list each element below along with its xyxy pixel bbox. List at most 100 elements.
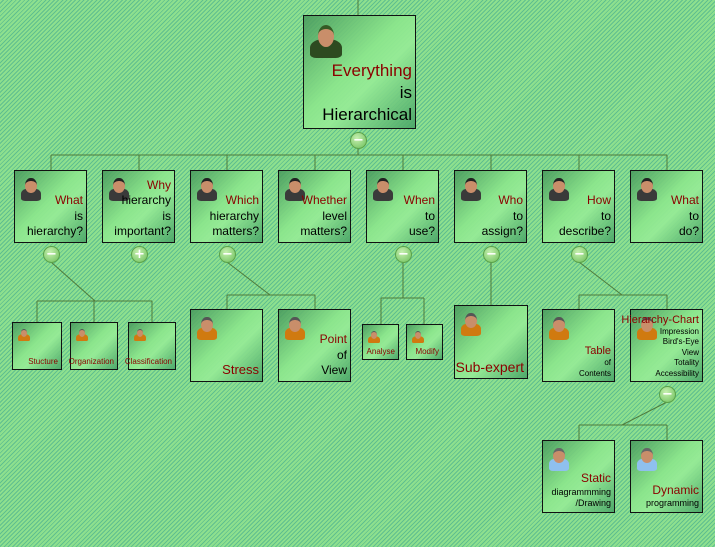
connector-line <box>621 401 668 426</box>
node-title: What <box>54 193 83 208</box>
node-title: Stucture <box>28 356 58 366</box>
node-text: use? <box>408 224 435 239</box>
node-modify[interactable]: Modify <box>406 324 443 360</box>
person-icon <box>107 175 131 202</box>
node-title: Why <box>147 177 171 192</box>
node-text: programming <box>645 498 699 509</box>
node-text: important? <box>114 224 171 239</box>
node-organization[interactable]: Organization <box>68 322 118 370</box>
node-title: Modify <box>415 346 439 356</box>
node-text: hierarchy? <box>26 224 83 239</box>
person-icon <box>17 327 31 342</box>
node-classification[interactable]: Classification <box>124 322 176 370</box>
node-text: /Drawing <box>575 498 611 509</box>
node-text: Hierarchical <box>322 104 412 124</box>
node-title: Dynamic <box>652 482 699 497</box>
node-title: Hierarchy-Chart <box>621 313 699 326</box>
node-text: matters? <box>300 224 347 239</box>
person-icon <box>459 175 483 202</box>
person-icon <box>367 329 381 344</box>
collapse-button[interactable]: − <box>350 132 367 149</box>
person-icon <box>283 314 307 341</box>
node-title: Organization <box>68 356 114 366</box>
person-icon <box>283 175 307 202</box>
node-text: hierarchy <box>121 193 171 208</box>
collapse-button[interactable]: − <box>483 246 500 263</box>
node-text: to <box>512 208 523 223</box>
node-analyse[interactable]: Analyse <box>362 324 399 360</box>
node-text: of <box>604 358 611 368</box>
person-icon <box>547 175 571 202</box>
node-text: hierarchy <box>209 208 259 223</box>
node-title: Classification <box>124 356 172 366</box>
node-title: Table <box>584 344 611 357</box>
node-text: is <box>399 82 412 102</box>
collapse-button[interactable]: − <box>219 246 236 263</box>
person-icon <box>635 175 659 202</box>
node-title: Which <box>225 193 259 208</box>
expand-button[interactable]: + <box>131 246 148 263</box>
node-text: Accessibility <box>655 368 699 378</box>
person-icon <box>547 314 571 341</box>
node-text: View <box>681 347 699 357</box>
node-text: Impression <box>659 327 699 337</box>
person-icon <box>19 175 43 202</box>
node-stress[interactable]: Stress <box>190 309 263 382</box>
node-text: Bird's-Eye <box>662 337 699 347</box>
node-text: to <box>424 208 435 223</box>
person-icon <box>75 327 89 342</box>
node-text: to <box>600 208 611 223</box>
collapse-button[interactable]: − <box>571 246 588 263</box>
node-title: Analyse <box>366 346 395 356</box>
node-title: Sub-expert <box>455 358 524 375</box>
node-text: level <box>322 208 347 223</box>
node-text: is <box>162 208 171 223</box>
person-icon <box>547 445 571 472</box>
node-sub-expert[interactable]: Sub-expert <box>454 305 528 379</box>
node-text: matters? <box>212 224 259 239</box>
node-text: describe? <box>558 224 611 239</box>
node-title: What <box>670 193 699 208</box>
node-title: Who <box>498 193 523 208</box>
node-title: Whether <box>301 193 347 208</box>
node-structure[interactable]: Stucture <box>12 322 62 370</box>
node-text: is <box>74 208 83 223</box>
person-icon <box>195 175 219 202</box>
node-title: Everything <box>331 60 412 80</box>
connector-line <box>50 261 96 302</box>
node-title: Static <box>580 471 611 486</box>
node-text: Contents <box>578 368 611 378</box>
node-text: of <box>336 347 347 362</box>
collapse-button[interactable]: − <box>659 386 676 403</box>
connector-line <box>578 261 623 296</box>
collapse-button[interactable]: − <box>395 246 412 263</box>
collapse-button[interactable]: − <box>43 246 60 263</box>
person-icon <box>371 175 395 202</box>
person-icon <box>635 445 659 472</box>
person-icon <box>411 329 425 344</box>
node-text: do? <box>678 224 699 239</box>
person-icon <box>635 314 659 341</box>
person-icon <box>308 20 344 61</box>
node-title: Point <box>319 332 347 347</box>
node-text: to <box>688 208 699 223</box>
person-icon <box>133 327 147 342</box>
node-title: How <box>586 193 611 208</box>
node-text: View <box>321 363 347 378</box>
